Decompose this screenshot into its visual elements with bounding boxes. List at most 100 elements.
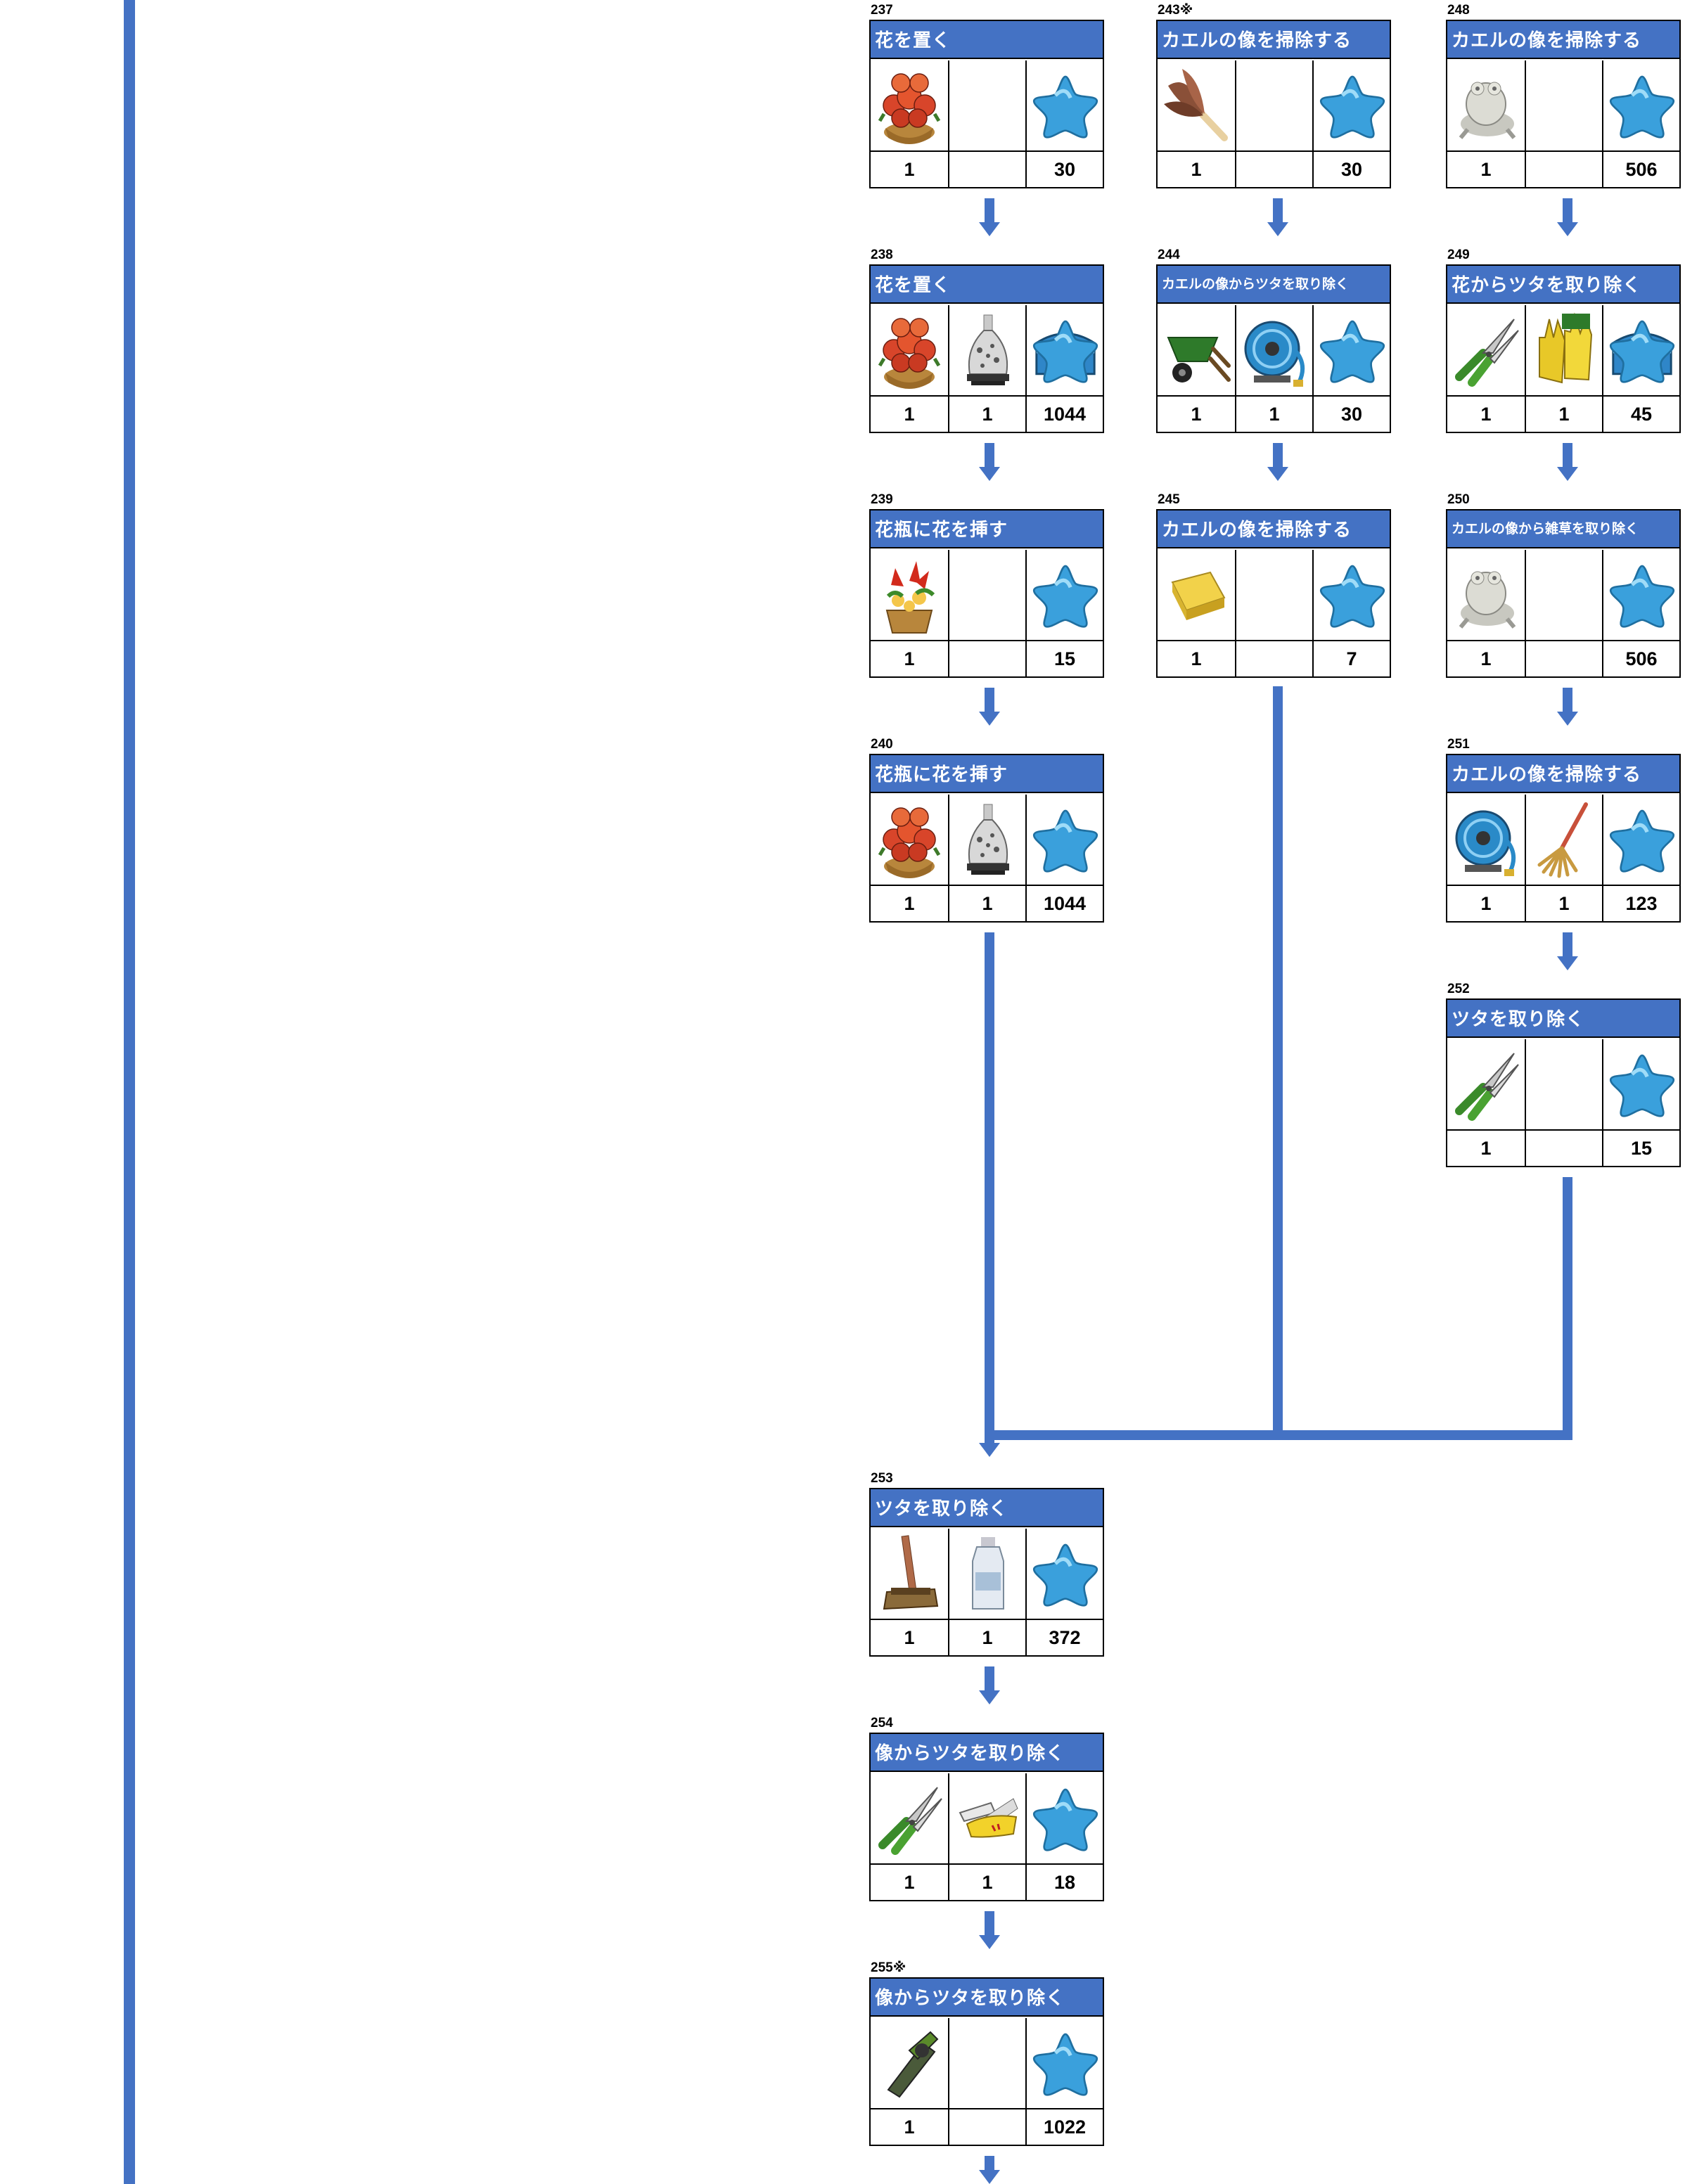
task-number: 248 [1447,3,1470,18]
item-quantity-2: 1 [1525,395,1602,432]
item-quantity-1: 1 [871,395,948,432]
task-title: 花瓶に花を挿す [871,510,1103,548]
garden-gloves-icon [1539,312,1593,384]
item-quantity-2 [948,150,1025,187]
item-slot-1 [1447,60,1525,150]
task-title: カエルの像を掃除する [1158,21,1390,59]
item-slot-1 [871,60,948,150]
item-quantity-1: 1 [871,150,948,187]
item-slot-3 [1025,60,1103,150]
item-slot-3 [1602,795,1679,885]
item-quantity-2: 1 [948,885,1025,921]
task-number: 253 [871,1471,893,1486]
item-slot-3 [1602,305,1679,395]
reward-amount: 506 [1602,150,1679,187]
task-number: 252 [1447,982,1470,996]
frog-statue-icon [1459,82,1516,139]
item-slot-3 [1025,2018,1103,2108]
arrow-254-255 [979,1911,1000,1949]
frog-statue-icon [1459,571,1516,629]
task-title: 花瓶に花を挿す [871,755,1103,793]
item-slot-2 [1525,550,1602,640]
star-icon [1610,565,1674,628]
pocket-knife-icon [959,1798,1018,1838]
item-quantity-2: 1 [948,395,1025,432]
task-number: 238 [871,248,893,262]
pruning-shears-icon [878,1787,942,1855]
item-quantity-1: 1 [1447,150,1525,187]
chainsaw-icon [887,2031,939,2098]
item-quantity-1: 1 [1447,640,1525,676]
stone-vase-icon [967,314,1009,385]
item-slot-2 [1235,550,1312,640]
task-number: 239 [871,492,893,507]
task-number: 243※ [1158,3,1193,18]
item-slot-2 [1525,60,1602,150]
item-slot-2 [1525,305,1602,395]
task-card-243: 243※ カエルの像を掃除する 1 30 [1156,1,1391,201]
item-quantity-2 [1235,150,1312,187]
task-title: ツタを取り除く [1447,1000,1679,1038]
item-quantity-2: 1 [1235,395,1312,432]
reward-amount: 30 [1025,150,1103,187]
wheelbarrow-icon [1167,337,1231,383]
item-slot-2 [948,2018,1025,2108]
task-number: 251 [1447,737,1470,752]
star-icon [1033,565,1098,628]
star-icon [1033,320,1098,383]
reward-amount: 30 [1312,150,1390,187]
item-slot-1 [1158,550,1235,640]
reward-amount: 1022 [1025,2108,1103,2145]
item-quantity-2 [948,640,1025,676]
task-number: 250 [1447,492,1470,507]
item-slot-3 [1025,550,1103,640]
flower-basket-icon [878,807,941,878]
flower-pot-icon [885,561,935,634]
arrow-238-239 [979,443,1000,481]
arrow-243-244 [1267,198,1288,236]
star-icon [1610,809,1674,873]
item-slot-3 [1025,795,1103,885]
item-quantity-1: 1 [1158,150,1235,187]
star-icon [1320,565,1385,628]
task-box: カエルの像を掃除する 1 30 [1156,20,1391,188]
task-title: 花を置く [871,21,1103,59]
star-icon [1033,1788,1098,1851]
pruning-shears-icon [1455,319,1519,387]
sponge-icon [1171,571,1226,620]
item-slot-3 [1602,550,1679,640]
star-icon [1320,75,1385,139]
star-icon [1320,320,1385,383]
task-number: 237 [871,3,893,18]
item-quantity-1: 1 [871,1619,948,1655]
task-title: 像からツタを取り除く [871,1734,1103,1772]
task-number: 245 [1158,492,1180,507]
item-slot-2 [948,305,1025,395]
reward-amount: 15 [1602,1129,1679,1166]
reward-amount: 1044 [1025,395,1103,432]
item-slot-1 [871,305,948,395]
item-slot-2 [948,1529,1025,1619]
arrow-251-252 [1557,932,1578,970]
reward-amount: 18 [1025,1863,1103,1900]
item-slot-3 [1312,60,1390,150]
task-number: 244 [1158,248,1180,262]
item-quantity-2 [1235,640,1312,676]
item-slot-1 [871,2018,948,2108]
star-icon [1610,1054,1674,1117]
arrow-248-249 [1557,198,1578,236]
task-number: 254 [871,1716,893,1730]
item-quantity-1: 1 [871,640,948,676]
item-quantity-2: 1 [1525,885,1602,921]
